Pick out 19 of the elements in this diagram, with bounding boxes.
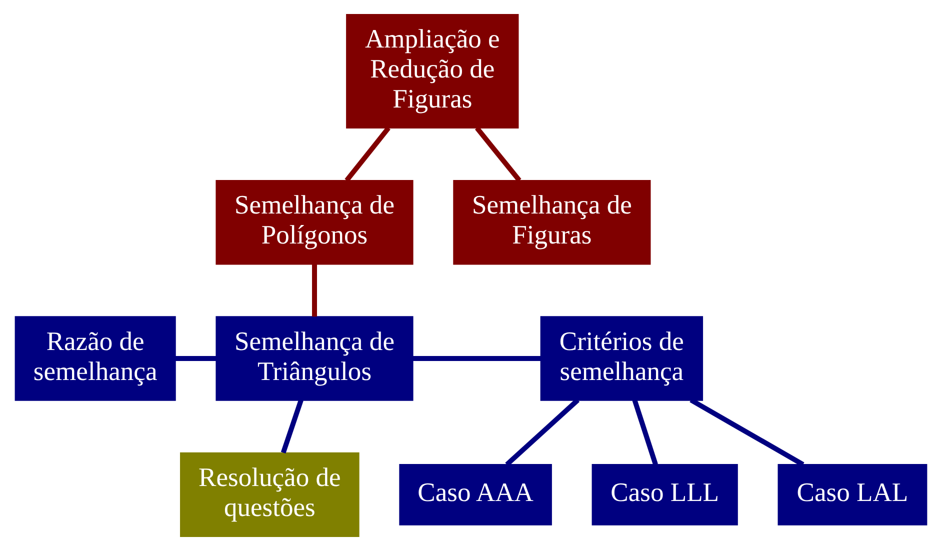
connector <box>312 264 317 317</box>
node-box: Resolução de questões <box>180 452 360 537</box>
node-box: Semelhança de Triângulos <box>216 316 414 401</box>
connector <box>280 399 304 454</box>
node-box: Razão de semelhança <box>14 316 176 401</box>
connector <box>344 126 390 182</box>
node-box: Caso AAA <box>399 464 552 526</box>
node-box: Semelhança de Figuras <box>453 180 651 265</box>
connector <box>505 398 580 466</box>
node-box: Caso LAL <box>778 464 928 526</box>
connector <box>474 126 522 182</box>
node-box: Critérios de semelhança <box>540 316 704 401</box>
node-box: Ampliação e Redução de Figuras <box>346 14 519 129</box>
connector <box>175 356 216 361</box>
connector <box>632 399 658 466</box>
node-box: Caso LLL <box>592 464 738 526</box>
connector <box>690 398 804 467</box>
node-box: Semelhança de Polígonos <box>216 180 414 265</box>
connector <box>412 356 541 361</box>
